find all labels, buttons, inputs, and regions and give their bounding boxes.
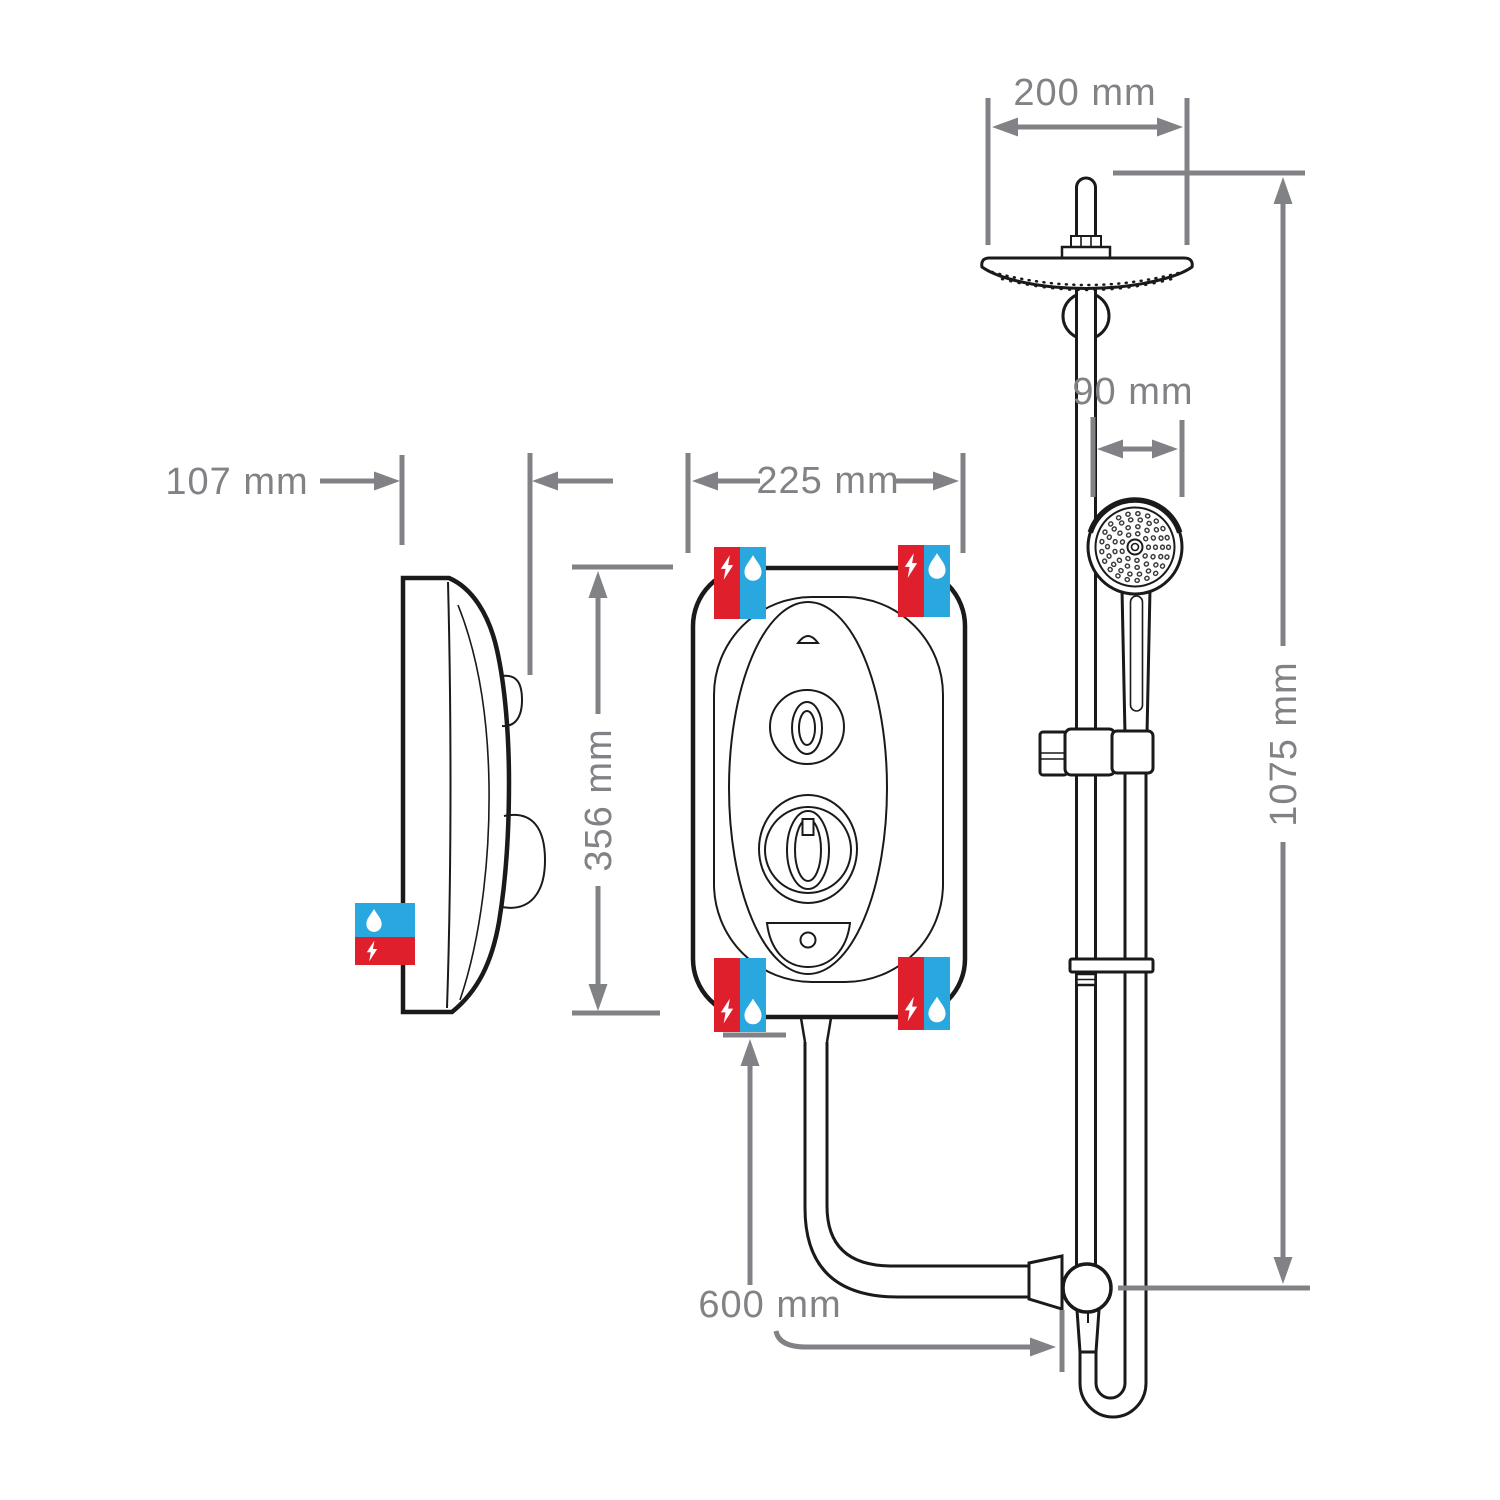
riser-rail-pole [1075, 176, 1097, 1278]
drencher-stem [1060, 235, 1112, 261]
electric-block [355, 937, 415, 965]
handset-center-dot [1130, 542, 1140, 552]
wall-bracket [1068, 957, 1155, 987]
supply-hose [803, 1042, 1064, 1312]
slider-body [1063, 727, 1117, 777]
dimension-label: 90 mm [1072, 371, 1193, 413]
arrowhead-right-pointing [374, 471, 400, 491]
side-view-seam [446, 581, 452, 1009]
drencher-nozzles-row1 [990, 270, 1184, 287]
side-view-lower-knob [501, 813, 547, 909]
temp-dial-notch [801, 818, 815, 836]
dimension-label: 600 mm [698, 1284, 841, 1326]
handset-center-cap [1126, 538, 1144, 556]
arrowhead-up [588, 571, 608, 598]
hose-inner-wall [825, 1042, 1029, 1268]
indicator-panel [765, 922, 852, 969]
side-view-front-panel-line [457, 604, 490, 1001]
nozzle-ring-3-hole [1106, 518, 1164, 576]
supply-marker-top-left [714, 547, 766, 619]
dimension-label: 225 mm [756, 460, 899, 502]
extension-lines [685, 453, 966, 553]
arrowhead-up [740, 1039, 760, 1066]
wall-bracket-arm [1068, 957, 1155, 974]
handset-holder [1110, 729, 1155, 775]
hose-outer-wall [803, 1042, 1029, 1299]
dimension-rail-height: 1075 mm [1113, 170, 1310, 1291]
drencher-nozzles-row2 [1000, 277, 1174, 292]
vent-arch [796, 635, 820, 644]
front-face-oval [728, 601, 888, 975]
dimension-unit-width: 225 mm [685, 453, 966, 553]
nozzle-ring-2-hole [1113, 525, 1157, 569]
handset-hose-outer [1078, 774, 1148, 1419]
slider-knob-grooves [1040, 752, 1067, 760]
drencher-disc [980, 256, 1194, 290]
temperature-dial [758, 794, 858, 904]
arrowhead-right [933, 471, 959, 491]
dimension-label: 107 mm [165, 461, 308, 503]
arrowhead-right [1157, 117, 1183, 137]
side-view-upper-knob [500, 674, 524, 728]
indicator-panel-shape [765, 922, 852, 969]
dimension-label: 200 mm [1013, 72, 1156, 114]
hose-connector [1027, 1254, 1064, 1312]
handset-head-rim [1087, 497, 1183, 534]
supply-marker-side [355, 903, 415, 965]
handset-hose-inner [1094, 774, 1127, 1400]
dimension-unit-depth: 107 mm [165, 453, 613, 675]
arrowhead-right [1030, 1337, 1056, 1357]
arrowhead-left [692, 471, 718, 491]
stem-nut-facets [1080, 236, 1092, 247]
arrowhead-up [1273, 177, 1293, 204]
stem-nut [1070, 235, 1102, 248]
arrowhead-right [1152, 439, 1178, 459]
extension-lines [1090, 417, 1185, 497]
dimension-unit-height: 356 mm [572, 564, 673, 1016]
arrowhead-left [992, 117, 1018, 137]
indicator-light [799, 931, 817, 949]
hose-outlet-taper [799, 1017, 833, 1043]
arrowhead-left [1097, 439, 1123, 459]
arrowhead-down [588, 984, 608, 1011]
supply-marker-bottom-left [714, 958, 766, 1032]
side-view-body [400, 575, 512, 1015]
handset-handle-slot [1129, 595, 1144, 712]
dimension-hose-length: 600 mm [698, 1032, 1065, 1372]
electric-block [714, 547, 740, 619]
electric-block [898, 957, 924, 1030]
electric-block [714, 958, 740, 1032]
supply-marker-bottom-right [898, 957, 950, 1030]
handset-handle [1120, 587, 1152, 736]
nozzle-ring-4-hole [1100, 512, 1170, 582]
rail-assembly [980, 176, 1194, 1419]
dimension-label: 356 mm [578, 728, 620, 871]
nozzle-ring-1-hole [1120, 532, 1150, 562]
dimension-label: 1075 mm [1263, 661, 1305, 826]
slider-bracket [1038, 727, 1155, 777]
arrowhead-down [1273, 1257, 1293, 1284]
power-dial-grip [798, 710, 816, 746]
leader-curve [773, 1330, 1032, 1350]
power-dial-knob [791, 701, 823, 755]
electric-block [898, 545, 924, 617]
water-block [355, 903, 415, 937]
handset-head [1086, 497, 1184, 596]
arrowhead-left-pointing [532, 471, 558, 491]
front-view [690, 545, 968, 1043]
hose-elbow-ball [1061, 1262, 1113, 1314]
side-view [355, 575, 547, 1015]
dimension-handset-width: 90 mm [1072, 371, 1193, 497]
supply-marker-top-right [898, 545, 950, 617]
power-dial [769, 689, 845, 765]
overhead-drencher-head [980, 256, 1194, 292]
